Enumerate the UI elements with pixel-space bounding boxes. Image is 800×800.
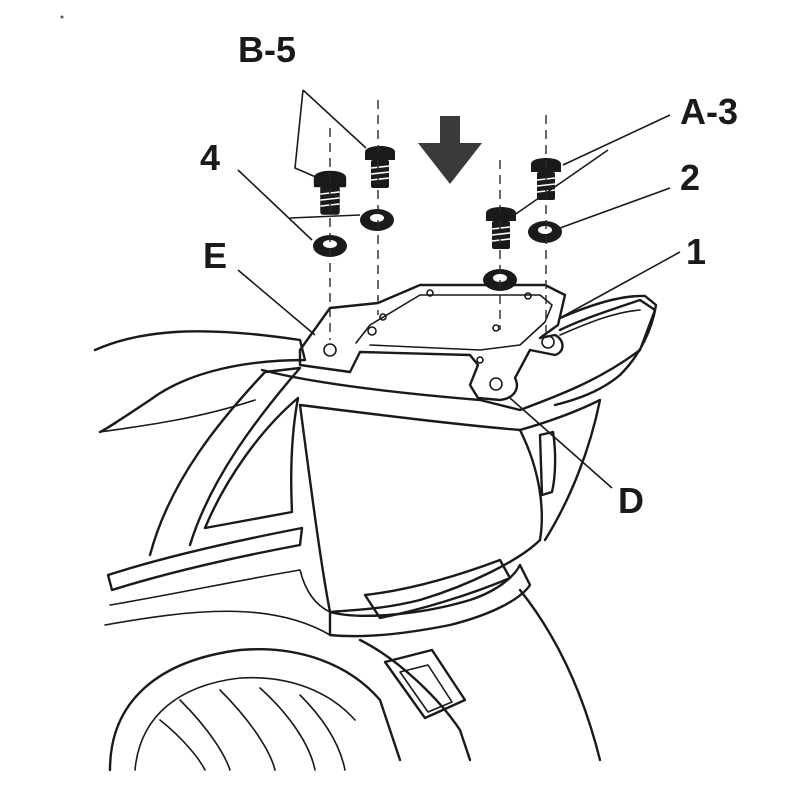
plate-hole	[426, 289, 434, 297]
washer-b	[360, 209, 394, 231]
plate-hole	[476, 356, 484, 364]
plate-hole	[489, 377, 503, 391]
body-lower-line	[104, 610, 331, 636]
license-plate-mount	[383, 648, 467, 720]
assembly-axes	[329, 100, 547, 340]
body-curve	[109, 569, 331, 613]
tail-lower	[328, 563, 532, 638]
bolt-b-right	[365, 146, 395, 188]
washer-2	[528, 221, 562, 243]
label-b5: B-5	[238, 29, 296, 70]
tail-rail-inner	[559, 309, 641, 336]
seat-outline	[93, 330, 307, 434]
bolt-a-left	[486, 207, 516, 249]
plate-hole	[323, 343, 337, 357]
plate-hole	[524, 292, 532, 300]
plate-hole	[379, 313, 387, 321]
label-4: 4	[200, 137, 220, 178]
rear-fender	[358, 588, 602, 762]
grab-rail-window	[203, 396, 300, 530]
label-e: E	[203, 235, 227, 276]
tail-lamp-frame	[538, 430, 557, 497]
rear-wheel-inner	[134, 676, 356, 771]
scan-speck	[60, 15, 64, 19]
plate-inner-edge	[355, 294, 553, 351]
tail-box	[298, 403, 543, 614]
plate-outline	[298, 283, 567, 402]
tail-rail-right	[553, 294, 658, 407]
mounting-plate	[298, 283, 567, 402]
motorcycle-body	[93, 294, 658, 772]
callout-labels: B-5 A-3 4 2 E 1 D	[200, 29, 738, 521]
label-1: 1	[686, 231, 706, 272]
seat-edge	[99, 399, 256, 433]
grab-rail-arm	[148, 366, 302, 557]
tail-lamp	[363, 558, 512, 620]
plate-hole	[541, 335, 555, 349]
wheel-spokes	[159, 687, 346, 771]
tail-side	[518, 398, 602, 542]
label-a3: A-3	[680, 91, 738, 132]
bolt-a-right	[531, 158, 561, 200]
plate-hole	[367, 326, 377, 336]
leader-lines	[237, 89, 681, 489]
rear-wheel	[108, 648, 402, 772]
grab-rail-left	[106, 526, 304, 592]
label-2: 2	[680, 157, 700, 198]
plate-hole	[492, 324, 500, 332]
label-d: D	[618, 480, 644, 521]
license-plate-inner	[399, 664, 453, 713]
washer-4	[313, 235, 347, 257]
down-arrow-icon	[418, 116, 482, 184]
tail-top	[260, 298, 657, 412]
